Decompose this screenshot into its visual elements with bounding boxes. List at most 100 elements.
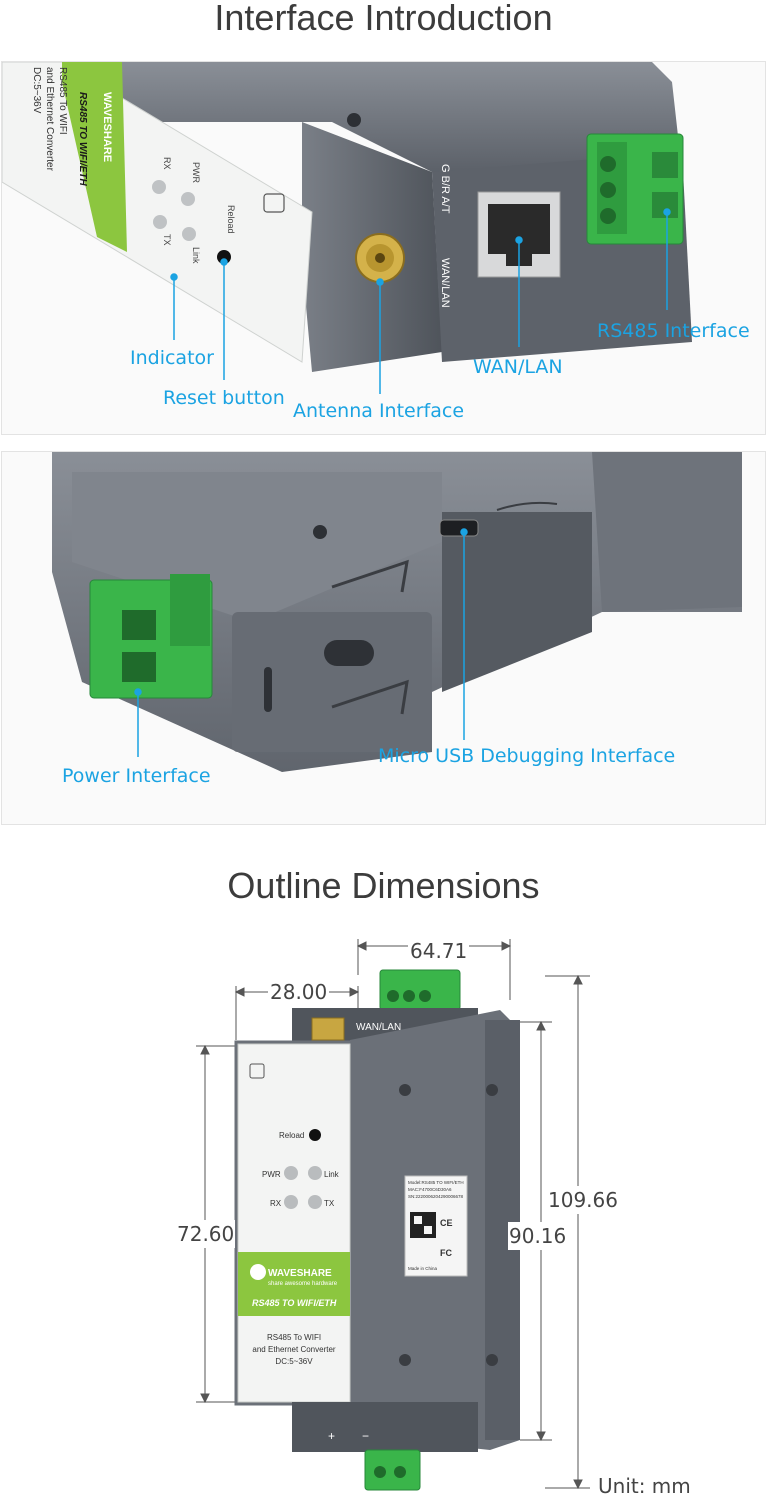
case-hole (486, 1354, 498, 1366)
terminal-screw-3 (600, 208, 616, 224)
dim-antenna-offset: 28.00 (268, 980, 330, 1004)
ce-mark: CE (440, 1218, 453, 1228)
tx-led (308, 1195, 322, 1209)
desc-text-1: RS485 To WIFI (57, 67, 68, 135)
pwr-label: PWR (191, 162, 201, 183)
voltage-text: DC:5~36V (275, 1357, 313, 1366)
micro-usb-port[interactable] (439, 519, 479, 537)
din-clip (232, 612, 432, 752)
wan-callout: WAN/LAN (473, 356, 563, 378)
arrow (200, 1044, 210, 1055)
dim-total-height: 109.66 (547, 1186, 619, 1214)
power-terminal-top (170, 574, 210, 646)
sticker-line3: SN:2220006204290006678 (408, 1194, 464, 1199)
power-callout: Power Interface (62, 765, 211, 787)
power-slot-2 (122, 652, 156, 682)
desc-text-2: and Ethernet Converter (252, 1345, 335, 1354)
arrow (200, 1393, 210, 1404)
port-wan-label-outline: WAN/LAN (356, 1022, 401, 1033)
indicator-callout: Indicator (130, 347, 214, 369)
front-panel (237, 1043, 351, 1403)
fc-mark: FC (440, 1248, 452, 1258)
brand-text: WAVESHARE (101, 92, 113, 162)
terminal-slot-1 (652, 152, 678, 178)
link-led (308, 1166, 322, 1180)
reload-label: Reload (279, 1131, 304, 1140)
usb-callout: Micro USB Debugging Interface (378, 745, 676, 767)
plus-label: + (328, 1429, 335, 1443)
terminal-screw (374, 1466, 386, 1478)
model-text: RS485 TO WIFI/ETH (77, 92, 88, 186)
mounting-hole (313, 525, 327, 539)
arrow (536, 1431, 546, 1442)
unit-label: Unit: mm (598, 1474, 691, 1498)
terminal-screw (419, 990, 431, 1002)
reset-button[interactable] (217, 250, 231, 264)
rs485-callout: RS485 Interface (597, 320, 750, 342)
dim-body-height: 90.16 (508, 1222, 568, 1250)
dim-top-width: 64.71 (408, 939, 470, 963)
voltage-text: DC:5~36V (31, 67, 42, 114)
brand-strip (62, 62, 127, 252)
din-clip-spring (331, 559, 409, 593)
arrow (536, 1020, 546, 1031)
desc-text-1: RS485 To WIFI (267, 1333, 321, 1342)
interface-photo-side: Power Interface Micro USB Debugging Inte… (1, 451, 766, 825)
sticker-line1: Model:RS485 TO WIFI/ETH (408, 1180, 464, 1185)
outline-drawing: G WAN/LAN Model:RS485 TO WIFI/ETH MAC:F4… (196, 939, 590, 1491)
minus-label: − (362, 1429, 369, 1443)
terminal-screw (403, 990, 415, 1002)
case-hole (486, 1084, 498, 1096)
terminal-screw (394, 1466, 406, 1478)
arrow (356, 941, 367, 951)
case-bottom-ledge (292, 1402, 478, 1452)
arrow (234, 987, 245, 997)
interface-heading: Interface Introduction (214, 0, 553, 38)
arrow (573, 1479, 583, 1490)
rx-led (152, 180, 166, 194)
antenna-pin (375, 253, 385, 263)
outline-heading: Outline Dimensions (227, 865, 540, 906)
pwr-label: PWR (262, 1170, 281, 1179)
model-text: RS485 TO WIFI/ETH (252, 1298, 337, 1308)
case-hole (399, 1084, 411, 1096)
bottom-terminal (364, 1449, 421, 1491)
sd-slot (496, 501, 558, 511)
arrow (349, 987, 360, 997)
link-label: Link (191, 247, 201, 264)
rx-label: RX (162, 157, 172, 170)
qr-marker (414, 1216, 422, 1224)
antenna-callout: Antenna Interface (293, 400, 465, 422)
usb-panel (442, 512, 592, 692)
tx-label: TX (162, 234, 172, 246)
link-label: Link (324, 1170, 340, 1179)
case-top (42, 62, 682, 172)
din-clip-spring-2 (331, 679, 409, 715)
rx-led (284, 1195, 298, 1209)
arrow (501, 941, 512, 951)
antenna-icon (249, 1063, 265, 1079)
terminal-screw-1 (600, 156, 616, 172)
brand-text: WAVESHARE (268, 1268, 332, 1279)
reset-button (309, 1129, 321, 1141)
sticker-line2: MAC:F4700C6D30A6 (408, 1187, 452, 1192)
antenna-icon (263, 193, 285, 213)
power-slot-1 (122, 610, 156, 640)
link-led (182, 227, 196, 241)
pwr-led (284, 1166, 298, 1180)
device-side-view (52, 452, 742, 772)
dim-front-height: 72.60 (176, 1220, 236, 1248)
brand-logo (250, 1264, 266, 1280)
antenna-connector (311, 1017, 345, 1041)
tx-led (153, 215, 167, 229)
interface-photo-top: WAVESHARE RS485 TO WIFI/ETH RS485 To WIF… (1, 61, 766, 435)
port-wan-label: WAN/LAN (439, 258, 451, 308)
terminal-screw-2 (600, 182, 616, 198)
reset-callout: Reset button (163, 387, 285, 409)
pwr-led (181, 192, 195, 206)
brand-band (238, 1252, 350, 1316)
din-clip-slot-2 (264, 667, 272, 712)
terminal-screw (387, 990, 399, 1002)
qr-code (410, 1212, 436, 1238)
desc-text-2: and Ethernet Converter (44, 67, 55, 172)
